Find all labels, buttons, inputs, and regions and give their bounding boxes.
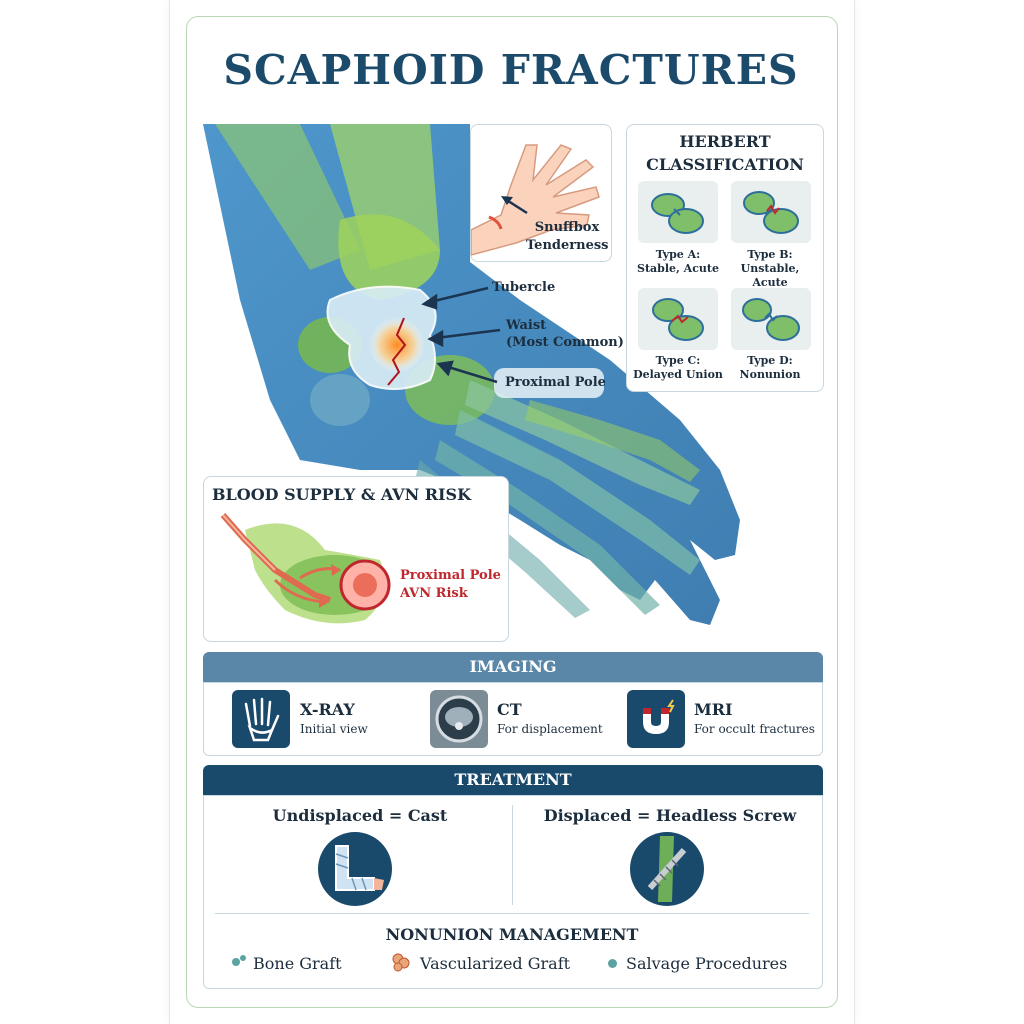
blood-supply-title: BLOOD SUPPLY & AVN RISK [212,485,471,504]
type-d-desc: Nonunion [739,368,801,381]
scaphoid-type-d-icon [742,298,800,341]
type-d-tile [731,288,811,350]
waist-label: Waist [506,318,547,333]
poster-title: SCAPHOID FRACTURES [223,46,799,94]
ct-desc: For displacement [497,722,603,736]
imaging-panel [203,682,823,756]
type-c-tile [638,288,718,350]
salvage-procedures-label: Salvage Procedures [626,954,788,973]
nonunion-divider [215,913,809,914]
type-a-desc: Stable, Acute [637,262,719,275]
type-d-name: Type D: [747,354,793,367]
xray-title: X-RAY [300,700,355,719]
type-c-desc: Delayed Union [633,368,723,381]
type-b-desc: Unstable, Acute [740,262,800,289]
ct-slice-icon [430,690,488,748]
xray-desc: Initial view [300,722,368,736]
poster-frame [186,16,838,1008]
cast-icon [318,832,392,906]
headless-screw-icon [630,832,704,906]
displaced-screw-label: Displaced = Headless Screw [543,806,797,825]
vascularized-graft-label: Vascularized Graft [420,954,571,973]
type-a-name: Type A: [655,248,701,261]
undisplaced-cast-label: Undisplaced = Cast [272,806,448,825]
imaging-header: IMAGING [203,652,823,682]
hand-xray-icon [232,690,290,748]
treatment-header: TREATMENT [203,765,823,795]
scaphoid-type-b-icon [743,191,799,234]
treatment-divider [512,805,513,905]
bone-graft-label: Bone Graft [253,954,342,973]
avn-risk-line2: AVN Risk [400,586,468,601]
snuffbox-line1: Snuffbox [534,220,600,235]
tubercle-label: Tubercle [492,280,556,295]
type-b-tile [731,181,811,243]
herbert-title-line1: HERBERT [679,132,771,151]
scaphoid-type-a-icon [651,193,704,234]
nonunion-title: NONUNION MANAGEMENT [385,925,639,944]
type-c-text: Type C: Delayed Union [630,354,726,382]
mri-title: MRI [694,700,733,719]
herbert-title: HERBERT CLASSIFICATION [628,130,822,176]
type-c-name: Type C: [655,354,701,367]
type-a-text: Type A: Stable, Acute [630,248,726,276]
type-b-name: Type B: [747,248,793,261]
waist-note-label: (Most Common) [506,335,624,350]
bone-graft-icon [232,958,240,966]
vascularized-graft-icon [392,953,410,972]
avn-risk-line1: Proximal Pole [400,568,501,583]
type-a-tile [638,181,718,243]
snuffbox-panel: Snuffbox Tenderness [470,124,612,262]
blood-supply-diagram [220,513,391,624]
treatment-panel [203,795,823,989]
ct-title: CT [497,700,522,719]
proximal-pole-label: Proximal Pole [505,375,606,390]
snuffbox-line2: Tenderness [526,238,609,253]
type-b-text: Type B: Unstable, Acute [722,248,818,290]
magnet-icon [627,690,685,748]
mri-desc: For occult fractures [694,722,815,736]
type-d-text: Type D: Nonunion [722,354,818,382]
salvage-procedures-icon [608,959,617,968]
scaphoid-type-c-icon [652,298,704,341]
hand-snuffbox-icon [471,144,600,256]
bone-graft-icon-dot [240,955,246,961]
herbert-title-line2: CLASSIFICATION [646,155,804,174]
